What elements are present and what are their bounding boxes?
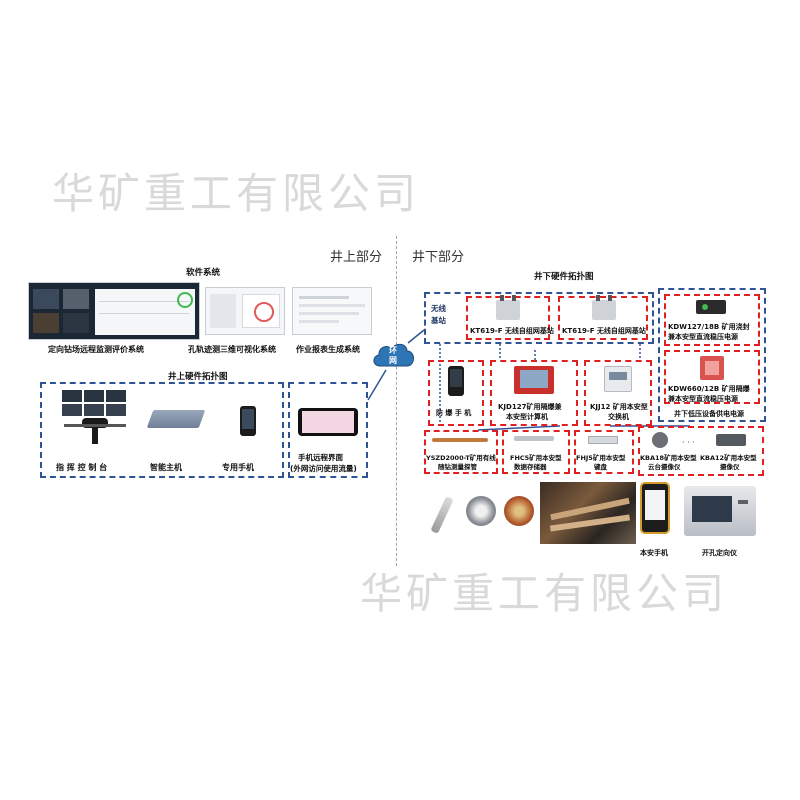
kjd127-frame [490,360,578,426]
special-phone-image [240,406,256,436]
kdw127-image [696,300,726,314]
base-station-1-image [496,295,520,320]
phone-remote-ui-image [298,408,358,436]
yszd-probe-image [432,438,488,442]
ring-network-label-1: 环 [389,346,397,355]
yszd-label-1: YSZD2000-T矿用有线 [426,454,496,462]
explosion-phone-image [448,366,464,396]
kjj12-label-1: KJJ12 矿用本安型 [590,403,648,411]
ring-network-label-2: 网 [389,356,397,365]
kdw127-frame [664,294,760,346]
ring-network-cloud [373,343,414,367]
section-below-label: 井下部分 [412,250,465,265]
phone-ui-label-line1: 手机远程界面 [298,453,343,462]
fhc5-image [514,436,554,441]
kba12-label-1: KBA12矿用本安型 [700,454,757,462]
kdw660-image [700,356,724,380]
phone-ui-label-line2: (外网访问使用流量) [290,464,357,473]
watermark-top: 华矿重工有限公司 [52,169,421,218]
base-station-1-frame [466,296,550,340]
kdw660-label-2: 兼本安型直流稳压电源 [668,395,738,403]
kdw660-frame [664,350,760,404]
base-station-2-label: KT619-F 无线自组网基站 [562,327,646,335]
kba18-label-2: 云台摄像仪 [648,463,681,471]
above-hw-frame [40,382,284,478]
power-supply-frame [658,288,766,422]
drill-tool-1-image [430,492,460,536]
fhj5-label-1: FHJ5矿用本安型 [576,454,626,462]
kjd127-label-1: KJD127矿用隔爆兼 [498,403,562,411]
kba18-label-1: KBA18矿用本安型 [640,454,697,462]
phone-ui-frame [288,382,368,478]
kdw660-label-1: KDW660/12B 矿用隔爆 [668,385,750,393]
camera-ellipsis: · · · [682,438,695,447]
below-hw-title: 井下硬件拓扑图 [534,272,594,282]
wireless-label-2: 基站 [431,316,446,325]
software-screenshot-monitoring [28,282,200,340]
kjd127-image [514,366,554,394]
yszd-label-2: 随钻测量探管 [438,463,477,471]
software-screenshot-trajectory [205,287,285,335]
kba12-image [716,434,746,446]
base-station-2-image [592,295,616,320]
locator-label: 开孔定向仪 [702,549,737,557]
software-screenshot-report [292,287,372,335]
fhc5-label-1: FHC5矿用本安型 [510,454,562,462]
kba18-image [652,432,668,448]
watermark-bottom: 华矿重工有限公司 [360,569,729,618]
locator-image [684,486,756,536]
safe-phone-image [640,482,670,534]
command-console-image [60,388,130,448]
software-item-monitoring: 定向钻场远程监测评价系统 [48,345,144,354]
explosion-phone-frame [428,360,484,426]
software-item-trajectory: 孔轨迹测三维可视化系统 [188,345,276,354]
drill-tool-2-image [466,496,496,526]
software-item-report: 作业报表生成系统 [296,345,360,354]
kdw127-label-2: 兼本安型直流稳压电源 [668,333,738,341]
power-caption: 井下低压设备供电电源 [674,410,744,418]
section-divider [396,236,397,566]
yszd-frame [424,430,498,474]
base-station-1-label: KT619-F 无线自组网基站 [470,327,554,335]
kjd127-label-2: 本安型计算机 [506,413,548,421]
above-hw-title: 井上硬件拓扑图 [168,372,228,382]
above-hw-phone-label: 专用手机 [222,463,254,472]
kba12-label-2: 摄像仪 [720,463,740,471]
kjj12-frame [584,360,652,426]
safe-phone-label: 本安手机 [640,549,668,557]
fhc5-frame [502,430,570,474]
above-hw-console-label: 指 挥 控 制 台 [56,463,108,472]
base-station-2-frame [558,296,648,340]
drill-site-photo [540,482,636,544]
section-above-label: 井上部分 [330,250,383,265]
wireless-label-1: 无线 [431,304,446,313]
kdw127-label-1: KDW127/18B 矿用浇封 [668,323,750,331]
wireless-base-frame [424,292,654,344]
software-title: 软件系统 [186,268,221,278]
kjj12-label-2: 交换机 [608,413,629,421]
explosion-phone-label: 防 爆 手 机 [436,409,472,417]
fhj5-frame [574,430,634,474]
above-hw-host-label: 智能主机 [150,463,182,472]
kjj12-image [604,366,632,392]
fhc5-label-2: 数据存储器 [514,463,547,471]
camera-frame [638,426,764,476]
drill-tool-3-image [504,496,534,526]
fhj5-label-2: 键盘 [594,463,607,471]
fhj5-image [588,436,618,444]
